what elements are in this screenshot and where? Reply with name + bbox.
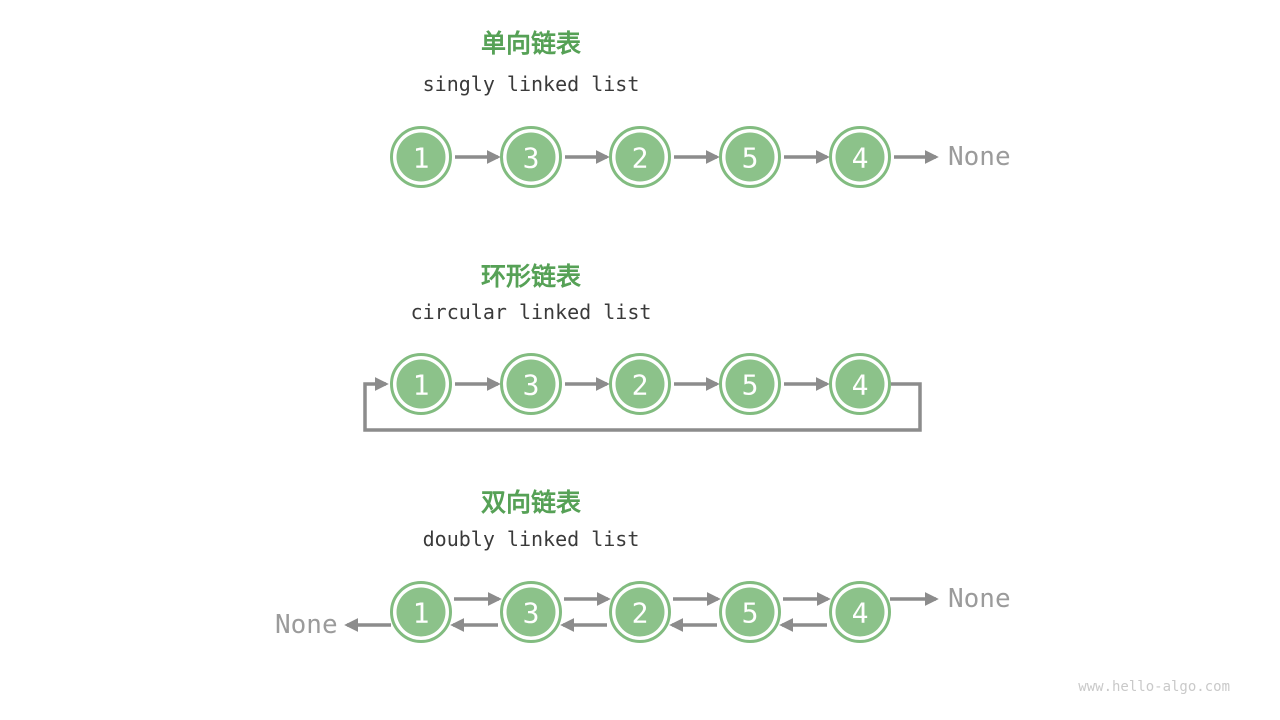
section-title-doubly-en: doubly linked list <box>422 527 640 551</box>
node-body <box>396 359 446 409</box>
node-body <box>835 359 885 409</box>
node-value: 3 <box>523 597 540 630</box>
linked-list-node: 5 <box>719 126 781 188</box>
node-body <box>506 359 556 409</box>
node-body <box>506 132 556 182</box>
node-value: 5 <box>742 597 759 630</box>
node-body <box>396 587 446 637</box>
node-body <box>396 132 446 182</box>
linked-list-node: 2 <box>609 353 671 415</box>
section-title-doubly-zh: 双向链表 <box>480 488 582 517</box>
node-value: 4 <box>852 369 869 402</box>
node-value: 4 <box>852 142 869 175</box>
node-value: 5 <box>742 369 759 402</box>
node-value: 4 <box>852 597 869 630</box>
node-value: 3 <box>523 369 540 402</box>
node-body <box>615 132 665 182</box>
circular-loop-arrow <box>363 377 922 432</box>
node-body <box>725 359 775 409</box>
none-label: None <box>948 584 1011 614</box>
linked-list-node: 1 <box>390 353 452 415</box>
row-circular: 1 3 2 5 4 <box>363 353 922 432</box>
node-body <box>615 359 665 409</box>
node-value: 3 <box>523 142 540 175</box>
linked-list-node: 2 <box>609 581 671 643</box>
linked-list-node: 5 <box>719 353 781 415</box>
section-title-circular-zh: 环形链表 <box>480 262 582 291</box>
node-body <box>835 587 885 637</box>
node-value: 2 <box>632 369 649 402</box>
none-label: None <box>948 142 1011 172</box>
linked-list-node: 3 <box>500 126 562 188</box>
section-title-circular-en: circular linked list <box>410 300 652 324</box>
linked-list-node: 3 <box>500 581 562 643</box>
node-body <box>725 587 775 637</box>
watermark: www.hello-algo.com <box>1078 679 1230 695</box>
node-value: 1 <box>413 597 430 630</box>
none-label: None <box>275 610 338 640</box>
node-body <box>835 132 885 182</box>
linked-list-node: 1 <box>390 581 452 643</box>
node-body <box>506 587 556 637</box>
node-body <box>615 587 665 637</box>
linked-list-node: 3 <box>500 353 562 415</box>
node-value: 1 <box>413 369 430 402</box>
node-value: 2 <box>632 142 649 175</box>
linked-list-node: 5 <box>719 581 781 643</box>
linked-list-node: 1 <box>390 126 452 188</box>
section-title-singly-en: singly linked list <box>422 72 640 96</box>
linked-list-node: 2 <box>609 126 671 188</box>
linked-list-node: 4 <box>829 126 891 188</box>
node-value: 2 <box>632 597 649 630</box>
node-body <box>725 132 775 182</box>
node-value: 1 <box>413 142 430 175</box>
section-title-singly-zh: 单向链表 <box>480 29 582 58</box>
linked-list-node: 4 <box>829 581 891 643</box>
linked-list-node: 4 <box>829 353 891 415</box>
row-singly: None 1 3 2 5 4 <box>390 126 1011 188</box>
node-value: 5 <box>742 142 759 175</box>
